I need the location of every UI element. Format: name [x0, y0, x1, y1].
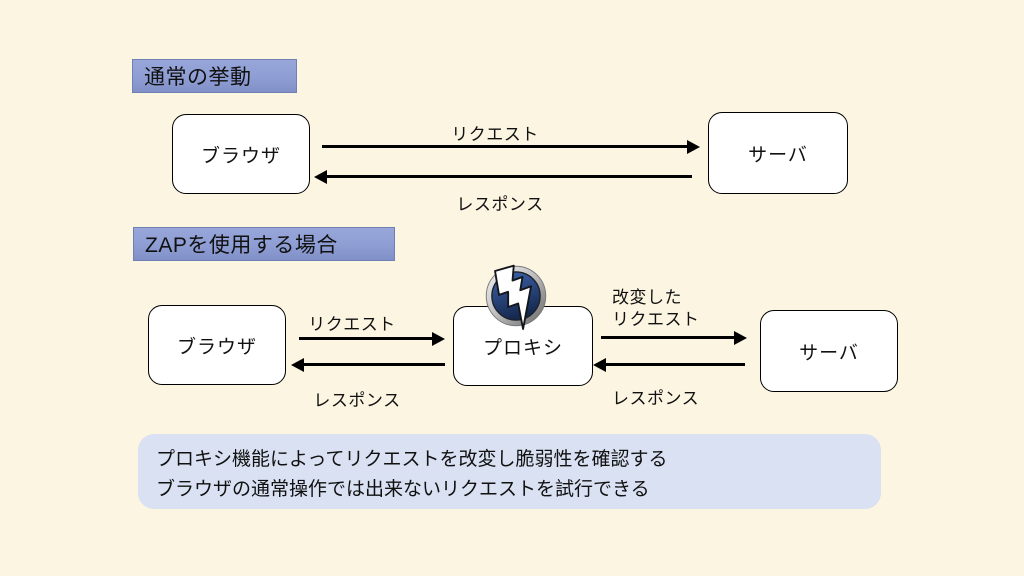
- server-node-normal: サーバ: [708, 112, 848, 194]
- section-title-normal-behavior: 通常の挙動: [132, 59, 297, 93]
- modified-request-label-line1: 改変した: [612, 288, 682, 307]
- response-label-proxy-to-browser: レスポンス: [313, 391, 401, 410]
- request-label-browser-to-proxy: リクエスト: [308, 315, 396, 334]
- response-label-normal: レスポンス: [456, 195, 544, 214]
- section-title-using-zap: ZAPを使用する場合: [133, 227, 395, 261]
- modified-request-arrow-proxy-to-server: [601, 330, 747, 345]
- response-arrow-proxy-to-browser: [291, 357, 445, 372]
- explanation-note-line2: ブラウザの通常操作では出来ないリクエストを試行できる: [156, 479, 650, 500]
- response-arrow-server-to-proxy: [593, 357, 745, 372]
- browser-node-zap: ブラウザ: [148, 305, 286, 385]
- zap-lightning-logo-icon: [482, 262, 550, 330]
- browser-node-normal: ブラウザ: [172, 114, 310, 194]
- request-arrow-browser-to-proxy: [299, 331, 445, 346]
- explanation-note-line1: プロキシ機能によってリクエストを改変し脆弱性を確認する: [156, 449, 668, 470]
- modified-request-label-line2: リクエスト: [612, 310, 700, 329]
- request-arrow-normal: [322, 139, 700, 154]
- response-arrow-normal: [314, 169, 692, 184]
- server-node-zap: サーバ: [760, 310, 898, 392]
- response-label-server-to-proxy: レスポンス: [612, 389, 700, 408]
- explanation-note: プロキシ機能によってリクエストを改変し脆弱性を確認する ブラウザの通常操作では出…: [138, 434, 881, 509]
- request-label-normal: リクエスト: [451, 125, 539, 144]
